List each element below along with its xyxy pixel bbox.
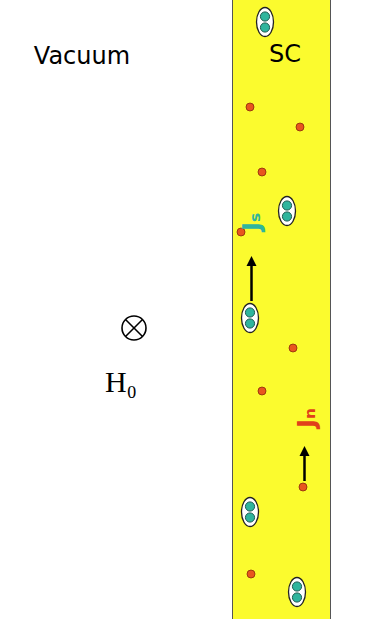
- normal-electron: [246, 103, 254, 111]
- normal-electron: [299, 483, 307, 491]
- region-name: Vacuum: [34, 44, 130, 68]
- superconductor-band: SC: [232, 0, 331, 619]
- normal-electron: [258, 168, 266, 176]
- cooper-pair: [288, 578, 305, 607]
- field-symbol: H₀: [105, 367, 137, 397]
- current-arrow: [299, 446, 309, 481]
- cooper-pair: [241, 498, 258, 527]
- particle-illustration: [232, 0, 331, 619]
- field-into-page-symbol: [122, 316, 146, 340]
- current-arrow: [246, 256, 256, 301]
- cooper-pair: [278, 197, 295, 226]
- current-symbol: Jₙ: [295, 408, 319, 428]
- region-name: SC: [269, 40, 301, 68]
- cooper-pair: [256, 8, 273, 37]
- current-symbol: Jₛ: [240, 213, 264, 231]
- cooper-pair: [241, 304, 258, 333]
- normal-electron: [289, 344, 297, 352]
- normal-electron: [258, 387, 266, 395]
- normal-electron: [296, 123, 304, 131]
- normal-electron: [247, 570, 255, 578]
